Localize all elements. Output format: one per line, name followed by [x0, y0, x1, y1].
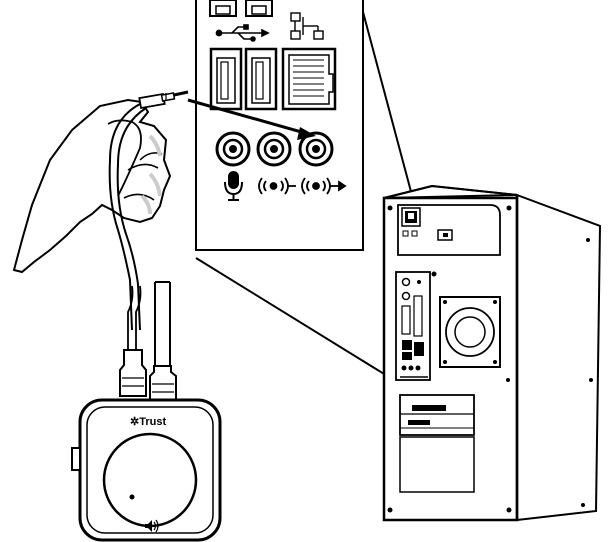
power-supply — [397, 204, 501, 256]
insert-arrow — [187, 98, 316, 140]
audio-plug — [138, 90, 189, 110]
io-shield — [395, 271, 431, 381]
audio-cable — [108, 103, 171, 370]
trust-logo: ✲Trust — [130, 416, 166, 428]
network-icon — [290, 12, 324, 40]
ethernet-port — [281, 47, 337, 111]
expansion-slots — [399, 394, 475, 493]
trust-logo-text: Trust — [139, 416, 166, 428]
device-connectors — [119, 349, 177, 401]
usb-icon — [215, 24, 270, 42]
usb-ports — [209, 47, 278, 111]
trust-logo-mark: ✲ — [130, 416, 139, 428]
speaker-icon — [145, 519, 159, 533]
hand — [12, 98, 172, 274]
fan — [439, 296, 501, 368]
audio-in-icon — [258, 177, 296, 195]
pc-tower — [382, 184, 602, 522]
trust-audio-device: ✲Trust — [71, 398, 222, 542]
partial-ports — [209, 0, 273, 17]
microphone-icon — [224, 171, 243, 201]
audio-jacks — [215, 131, 334, 167]
svg-text:✲Trust: ✲Trust — [130, 416, 166, 428]
audio-out-icon — [301, 177, 347, 195]
